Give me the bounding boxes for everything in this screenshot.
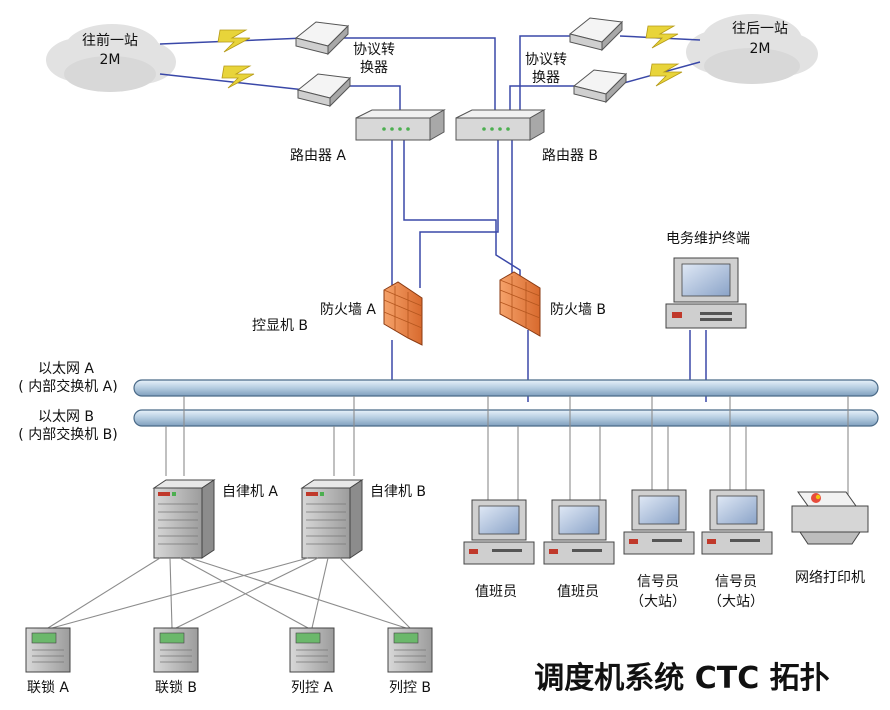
diagram-title: 调度机系统 CTC 拓扑	[534, 661, 829, 696]
printer-label: 网络打印机	[795, 569, 865, 586]
workstation-signal-1-icon	[623, 489, 695, 555]
workstation-duty-1-icon	[463, 499, 535, 565]
train-control-a-icon	[289, 627, 335, 673]
server-a-icon	[152, 479, 216, 559]
lightning-icon	[649, 63, 683, 87]
protocol-converter-icon	[568, 17, 624, 52]
front-link-label: 往前一站	[82, 32, 138, 49]
train-control-b-icon	[387, 627, 433, 673]
protocol-converter-icon	[296, 73, 352, 108]
router-b-label: 路由器 B	[542, 148, 598, 164]
workstation-signal-2-icon	[701, 489, 773, 555]
firewall-a-icon	[383, 281, 423, 346]
interlock-a-label: 联锁 A	[27, 680, 69, 696]
signal-1-label-1: 信号员	[637, 574, 679, 590]
duty-1-label: 值班员	[475, 584, 517, 600]
server-b-icon	[300, 479, 364, 559]
maintenance-terminal-icon	[665, 257, 747, 329]
router-a-icon	[355, 109, 446, 141]
interlock-b-label: 联锁 B	[155, 680, 197, 696]
converter-left-label-2: 换器	[360, 59, 388, 76]
maintenance-label: 电务维护终端	[666, 231, 750, 247]
ethernet-a-label-1: 以太网 A	[38, 361, 94, 377]
network-printer-icon	[791, 491, 869, 545]
protocol-converter-icon	[572, 69, 628, 104]
converter-right-label-1: 协议转	[525, 52, 567, 68]
lightning-icon	[221, 65, 255, 89]
lightning-icon	[645, 25, 679, 49]
server-b-label: 自律机 B	[370, 484, 426, 500]
cloud-back	[686, 14, 818, 84]
back-link-label: 往后一站	[732, 21, 788, 37]
workstation-duty-2-icon	[543, 499, 615, 565]
lightning-icon	[217, 29, 251, 53]
router-b-icon	[455, 109, 546, 141]
interlock-a-icon	[25, 627, 71, 673]
ethernet-b-label-1: 以太网 B	[38, 409, 94, 425]
protocol-converter-icon	[294, 21, 350, 56]
converter-right-label-2: 换器	[532, 69, 560, 86]
signal-2-label-2: （大站）	[708, 594, 764, 610]
firewall-a-label: 防火墙 A	[320, 302, 376, 318]
interlock-b-icon	[153, 627, 199, 673]
server-a-label: 自律机 A	[222, 484, 278, 500]
train-control-b-label: 列控 B	[389, 680, 431, 696]
cloud-front	[46, 24, 176, 92]
duty-2-label: 值班员	[557, 584, 599, 600]
signal-2-label-1: 信号员	[715, 574, 757, 590]
ethernet-bus-a	[133, 379, 879, 397]
router-a-label: 路由器 A	[290, 148, 346, 164]
firewall-b-icon	[499, 271, 541, 337]
train-control-a-label: 列控 A	[291, 680, 333, 696]
ethernet-b-label-2: ( 内部交换机 B)	[18, 426, 117, 443]
firewall-b-label: 防火墙 B	[550, 302, 606, 318]
back-link-rate: 2M	[750, 41, 771, 57]
signal-1-label-2: （大站）	[630, 594, 686, 610]
control-display-label: 控显机 B	[252, 318, 308, 334]
front-link-rate: 2M	[100, 52, 121, 68]
ethernet-bus-b	[133, 409, 879, 427]
ethernet-a-label-2: ( 内部交换机 A)	[18, 378, 117, 395]
converter-left-label-1: 协议转	[353, 42, 395, 58]
